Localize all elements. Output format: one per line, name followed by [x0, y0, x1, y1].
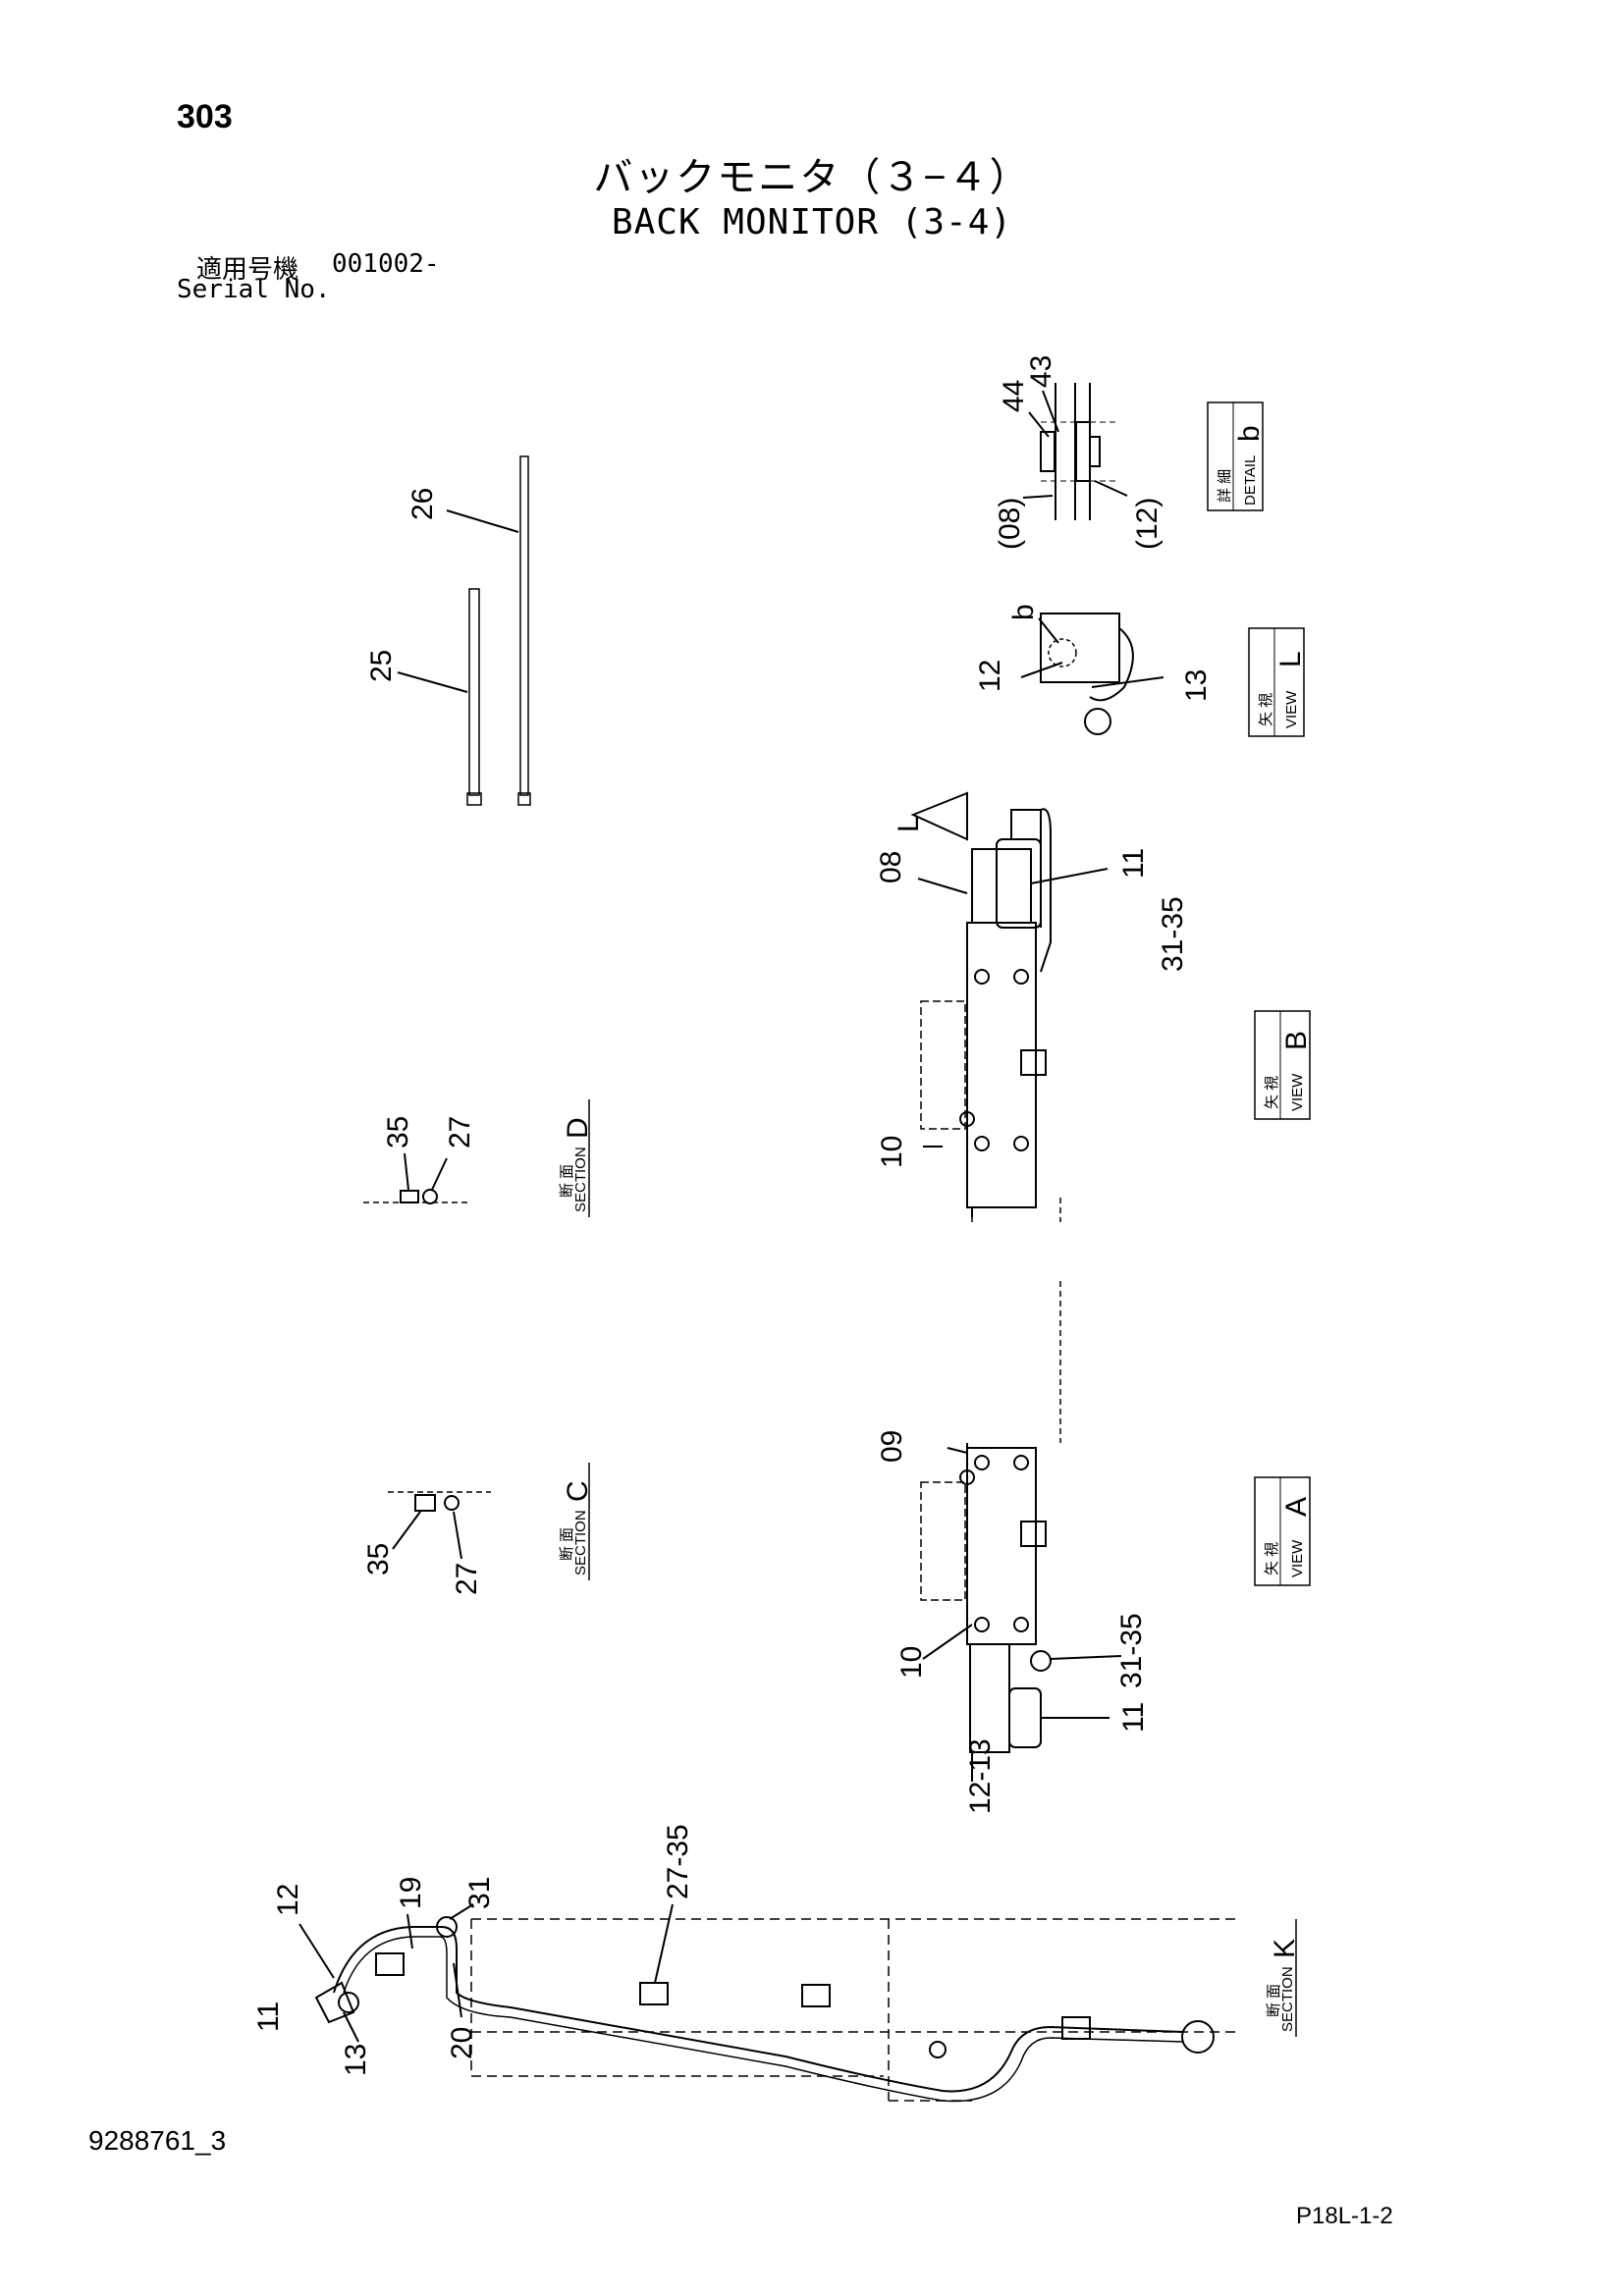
document-id: 9288761_3: [88, 2125, 227, 2156]
svg-text:断 面: 断 面: [559, 1164, 575, 1198]
title-english: BACK MONITOR (3-4): [611, 202, 1013, 242]
detail-b-label: 詳 細 DETAIL b: [1207, 401, 1266, 511]
callout-08-ref: (08): [994, 498, 1026, 550]
callout-25: 25: [365, 650, 398, 682]
svg-text:矢 視: 矢 視: [1264, 1076, 1280, 1109]
callout-13-section-k: 13: [340, 2044, 372, 2076]
callout-31-35-view-b: 31-35: [1157, 896, 1189, 972]
callout-43: 43: [1025, 355, 1057, 388]
svg-text:DETAIL: DETAIL: [1242, 455, 1259, 506]
callout-12-ref: (12): [1131, 498, 1164, 550]
callout-20-section-k: 20: [446, 2027, 478, 2059]
svg-text:SECTION: SECTION: [1279, 1966, 1296, 2032]
callout-10-view-a: 10: [895, 1646, 928, 1679]
svg-text:矢 視: 矢 視: [1258, 693, 1274, 726]
callout-10-view-b: 10: [876, 1136, 908, 1168]
callout-08: 08: [875, 851, 907, 883]
callout-27-35-section-k: 27-35: [662, 1824, 694, 1899]
section-c-label: 断 面 SECTION C: [559, 1463, 594, 1580]
callout-31-35-view-a: 31-35: [1115, 1613, 1148, 1688]
svg-text:VIEW: VIEW: [1289, 1539, 1306, 1577]
svg-text:L: L: [1274, 651, 1307, 667]
view-l-label: 矢 視 VIEW L: [1248, 627, 1307, 737]
svg-text:SECTION: SECTION: [572, 1510, 589, 1575]
callout-35-section-d: 35: [382, 1116, 414, 1148]
svg-text:VIEW: VIEW: [1283, 690, 1300, 728]
title-japanese: バックモニタ（３−４）: [593, 156, 1031, 199]
callout-b-view-l: b: [1007, 604, 1040, 620]
view-b-drawing: [910, 791, 1109, 1222]
svg-text:詳 細: 詳 細: [1217, 469, 1233, 503]
serial-label-english: Serial No.: [177, 275, 331, 304]
callout-44: 44: [998, 380, 1030, 412]
svg-text:断 面: 断 面: [559, 1527, 575, 1561]
section-c-drawing: [388, 1491, 491, 1560]
serial-value: 001002-: [332, 249, 440, 279]
svg-text:B: B: [1280, 1031, 1313, 1050]
view-a-label: 矢 視 VIEW A: [1254, 1476, 1313, 1586]
svg-text:VIEW: VIEW: [1289, 1073, 1306, 1111]
callout-09: 09: [876, 1430, 908, 1463]
view-l-marker: L: [893, 816, 925, 832]
callout-12-view-l: 12: [974, 660, 1006, 692]
view-b-label: 矢 視 VIEW B: [1254, 1010, 1313, 1120]
callout-35-section-c: 35: [362, 1543, 395, 1575]
svg-text:D: D: [562, 1117, 594, 1139]
svg-text:断 面: 断 面: [1266, 1984, 1282, 2017]
svg-text:b: b: [1233, 425, 1266, 442]
callout-11-section-k: 11: [252, 2002, 285, 2032]
view-a-drawing: [920, 1281, 1122, 1782]
callout-12-section-k: 12: [272, 1884, 304, 1916]
section-k-label: 断 面 SECTION K: [1266, 1919, 1301, 2037]
callout-11-view-b: 11: [1117, 848, 1150, 879]
detail-b-drawing: [1022, 383, 1128, 520]
callout-19-section-k: 19: [395, 1877, 427, 1909]
callout-13-view-l: 13: [1180, 669, 1213, 702]
callout-27-section-c: 27: [451, 1563, 483, 1595]
svg-text:矢 視: 矢 視: [1264, 1542, 1280, 1575]
view-l-drawing: [1020, 613, 1164, 735]
cable-ties: [397, 455, 531, 806]
callout-11-view-a: 11: [1117, 1702, 1150, 1733]
svg-text:SECTION: SECTION: [572, 1147, 589, 1212]
callout-26: 26: [406, 488, 439, 520]
svg-text:K: K: [1269, 1939, 1301, 1958]
page-code: P18L-1-2: [1296, 2203, 1393, 2229]
section-k-drawing: [298, 1903, 1237, 2103]
callout-12-13-view-a: 12-13: [964, 1738, 997, 1814]
serial-label-japanese: 適用号機: [196, 254, 299, 284]
section-d-label: 断 面 SECTION D: [559, 1099, 594, 1217]
svg-text:C: C: [562, 1480, 594, 1502]
section-d-drawing: [363, 1152, 471, 1204]
callout-31-section-k: 31: [463, 1877, 496, 1909]
page-number: 303: [177, 98, 233, 135]
callout-27-section-d: 27: [444, 1116, 476, 1148]
svg-text:A: A: [1280, 1497, 1313, 1517]
